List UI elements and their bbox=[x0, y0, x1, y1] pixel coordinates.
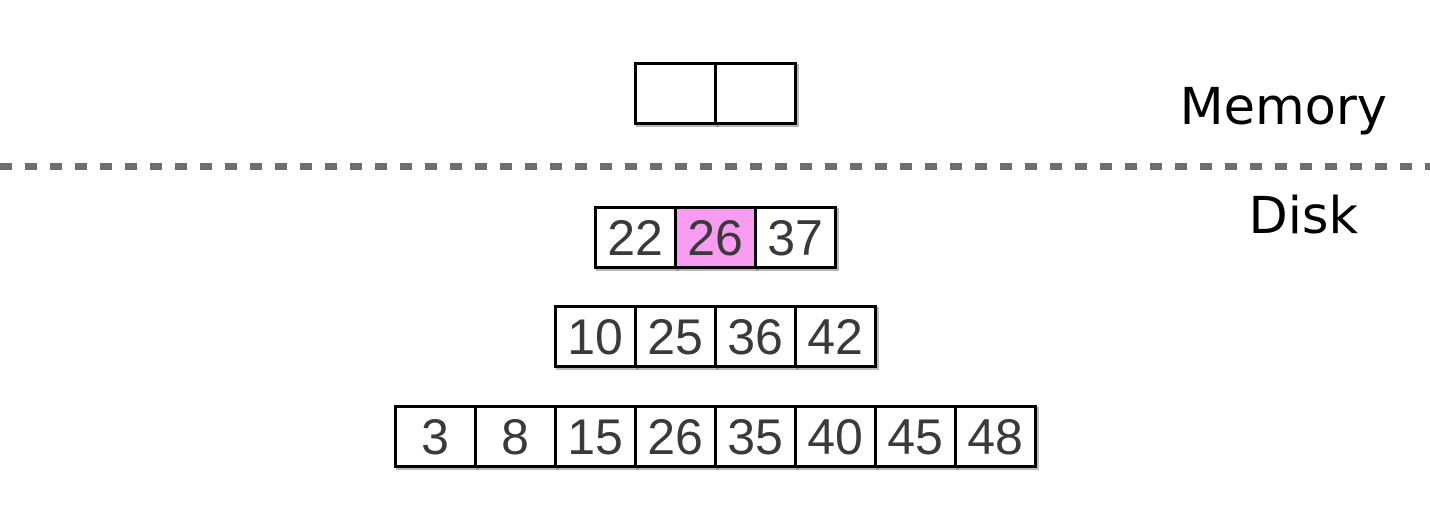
run-cell: 10 bbox=[553, 305, 637, 368]
sorted-run-3: 3 8 15 26 35 40 45 48 bbox=[0, 405, 1430, 468]
memory-disk-divider bbox=[0, 163, 1430, 170]
run-cell: 45 bbox=[873, 405, 957, 468]
run-cell: 48 bbox=[953, 405, 1037, 468]
sorted-run-1: 22 26 37 bbox=[0, 206, 1430, 269]
memory-buffer-cell bbox=[633, 62, 717, 125]
run-cell-highlighted: 26 bbox=[673, 206, 757, 269]
memory-buffer bbox=[0, 62, 1430, 125]
run-cell: 22 bbox=[593, 206, 677, 269]
run-cell: 37 bbox=[753, 206, 837, 269]
run-cell: 36 bbox=[713, 305, 797, 368]
memory-buffer-cell bbox=[713, 62, 797, 125]
run-cell: 40 bbox=[793, 405, 877, 468]
run-cell: 3 bbox=[393, 405, 477, 468]
run-cell: 15 bbox=[553, 405, 637, 468]
run-cell: 26 bbox=[633, 405, 717, 468]
run-cell: 25 bbox=[633, 305, 717, 368]
run-cell: 35 bbox=[713, 405, 797, 468]
sorted-run-2: 10 25 36 42 bbox=[0, 305, 1430, 368]
run-cell: 42 bbox=[793, 305, 877, 368]
disk-region-label: Disk bbox=[1248, 187, 1358, 246]
run-cell: 8 bbox=[473, 405, 557, 468]
memory-region-label: Memory bbox=[1179, 78, 1387, 137]
